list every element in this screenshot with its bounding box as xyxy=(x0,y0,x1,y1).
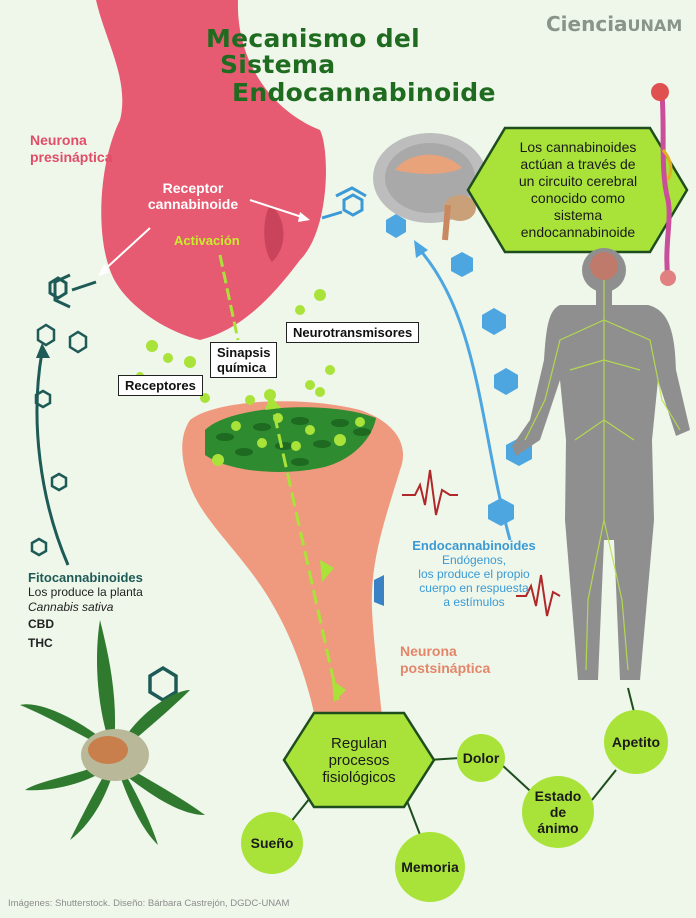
receptor-label-line-2: cannabinoide xyxy=(147,196,239,212)
regulate-hexagon-text: Regulan procesos fisiológicos xyxy=(294,735,424,786)
human-body-figure xyxy=(512,248,690,680)
phyto-item-cbd: CBD xyxy=(28,617,54,631)
endocannabinoids-line-4: a estímulos xyxy=(443,595,505,609)
phyto-receptor-icon xyxy=(48,273,97,309)
brand-logo: CienciaUNAM xyxy=(546,12,682,36)
brain-glow xyxy=(590,252,618,280)
info-line-6: endocannabinoide xyxy=(520,224,636,240)
regulate-hexagon-shape xyxy=(282,711,436,809)
phyto-line-1: Los produce la planta xyxy=(28,585,143,599)
endocannabinoids-block: Endocannabinoides Endógenos, los produce… xyxy=(404,538,544,609)
info-line-4: conocido como xyxy=(530,190,626,206)
regulate-line-1: Regulan xyxy=(331,735,387,752)
presynaptic-neuron-highlight xyxy=(264,205,284,262)
receptors-label: Receptores xyxy=(118,375,203,396)
node-estado-animo: Estado de ánimo xyxy=(522,788,594,836)
pulse-line-1 xyxy=(402,469,458,516)
phyto-hexagons xyxy=(30,323,178,703)
info-line-1: Los cannabinoides xyxy=(519,139,637,155)
postsynaptic-label: Neurona postsináptica xyxy=(400,643,490,677)
neurotransmitters-label: Neurotransmisores xyxy=(286,322,420,343)
synapsis-line-2: química xyxy=(217,360,267,375)
phyto-path-arrow xyxy=(35,351,70,566)
postsynaptic-line-2: postsináptica xyxy=(400,660,491,676)
regulate-line-3: fisiológicos xyxy=(322,769,396,786)
brain-icon xyxy=(373,133,487,241)
phyto-arrowhead xyxy=(36,343,50,358)
info-line-2: actúan a través de xyxy=(520,156,636,172)
receptor-ovals xyxy=(216,417,371,466)
endocannabinoids-line-2: los produce el propio xyxy=(418,567,530,581)
regulate-line-2: procesos xyxy=(328,752,390,769)
neurotransmitter-dots xyxy=(136,289,365,466)
receptor-arrow-right xyxy=(249,199,306,219)
presynaptic-line-1: Neurona xyxy=(30,132,87,148)
node-apetito: Apetito xyxy=(611,734,661,750)
info-hexagon-text: Los cannabinoides actúan a través de un … xyxy=(490,139,666,241)
endocannabinoids-line-1: Endógenos, xyxy=(441,553,507,567)
presynaptic-line-2: presináptica xyxy=(30,149,113,165)
receptor-arrow-left-head xyxy=(98,264,110,276)
nervous-system-lines xyxy=(524,280,681,671)
info-line-3: un circuito cerebral xyxy=(518,173,638,189)
receptor-arrow-left xyxy=(101,227,151,273)
signal-arrow-head-1 xyxy=(265,395,281,410)
endocannabinoid-arrowhead xyxy=(414,240,428,258)
cannabis-plant-icon xyxy=(20,620,205,845)
receptor-arrow-right-head xyxy=(298,212,310,222)
endocannabinoid-path-arrow xyxy=(418,249,512,541)
outcome-node-circles xyxy=(241,710,668,902)
receptor-label-line-1: Receptor xyxy=(162,180,224,196)
brand-main: Ciencia xyxy=(546,12,628,36)
synapsis-line-1: Sinapsis xyxy=(217,345,271,360)
postsynaptic-neuron xyxy=(182,401,404,740)
activation-label: Activación xyxy=(174,233,240,248)
endocannabinoids-title: Endocannabinoides xyxy=(412,538,536,553)
node-memoria: Memoria xyxy=(401,859,459,875)
synapsis-label: Sinapsis química xyxy=(210,342,278,378)
signal-arrow-line xyxy=(268,394,340,701)
node-sueno: Sueño xyxy=(250,835,294,851)
phytocannabinoids-block: Fitocannabinoides Los produce la planta … xyxy=(28,570,178,651)
node-estado-line-3: ánimo xyxy=(537,820,579,836)
title-line-2: Sistema xyxy=(220,50,336,79)
phyto-title: Fitocannabinoides xyxy=(28,570,143,585)
presynaptic-label: Neurona presináptica xyxy=(30,132,112,166)
info-line-5: sistema xyxy=(553,207,603,223)
node-dolor: Dolor xyxy=(462,750,500,766)
endo-receptor-icon xyxy=(321,186,367,220)
phyto-line-2: Cannabis sativa xyxy=(28,600,114,614)
endocannabinoid-hexagons xyxy=(386,214,532,526)
title-line-1: Mecanismo del xyxy=(206,24,421,53)
phyto-item-thc: THC xyxy=(28,636,53,650)
postsynaptic-neuron-notch xyxy=(374,575,384,606)
endocannabinoids-line-3: cuerpo en respuesta xyxy=(419,581,529,595)
title-line-3: Endocannabinoide xyxy=(232,78,496,107)
image-credit: Imágenes: Shutterstock. Diseño: Bárbara … xyxy=(8,898,290,909)
info-hexagon-shape xyxy=(466,126,689,254)
node-estado-line-2: de xyxy=(549,804,567,820)
signal-arrow-head-3 xyxy=(332,680,346,702)
neuron-illustration-icon xyxy=(651,83,676,286)
receptor-label: Receptor cannabinoide xyxy=(138,180,248,212)
signal-arrow-head-2 xyxy=(320,560,334,582)
activation-arrow xyxy=(218,254,240,341)
brand-sub: UNAM xyxy=(627,16,683,35)
pulse-line-2 xyxy=(516,574,561,617)
postsynaptic-line-1: Neurona xyxy=(400,643,457,659)
node-estado-line-1: Estado xyxy=(534,788,582,804)
